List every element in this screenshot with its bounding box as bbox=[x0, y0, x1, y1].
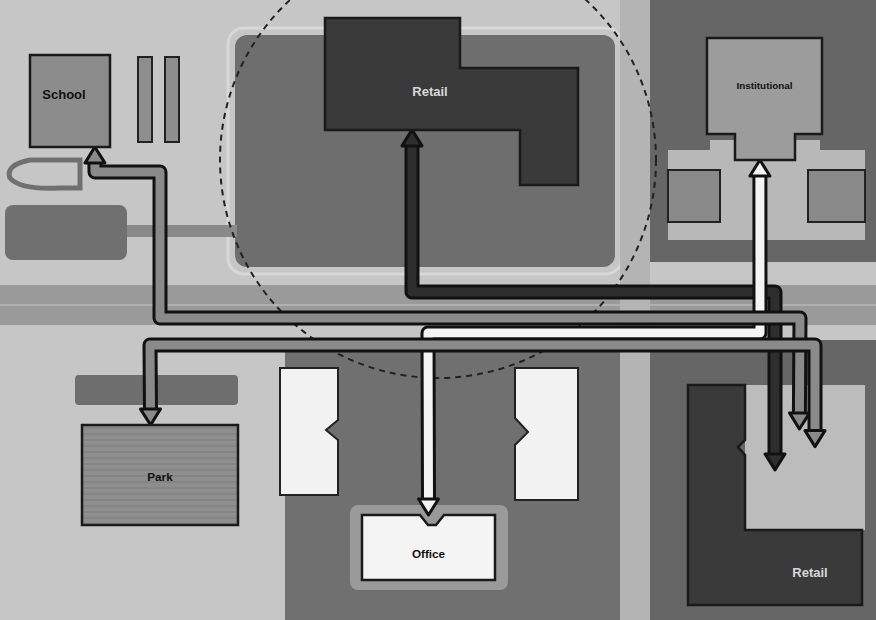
building-block: Retail bbox=[688, 385, 862, 605]
building-block: School bbox=[30, 55, 110, 147]
block-label: Institutional bbox=[707, 80, 822, 91]
block-label: School bbox=[34, 87, 94, 102]
block-outline bbox=[707, 38, 822, 160]
block-label: Retail bbox=[355, 84, 505, 99]
block-label: Retail bbox=[758, 565, 862, 580]
building-block: Institutional bbox=[707, 38, 822, 160]
building-block: Office bbox=[362, 515, 495, 580]
block-outline bbox=[325, 18, 578, 185]
block-label: Park bbox=[82, 470, 238, 483]
building-block: Retail bbox=[325, 18, 578, 185]
building-block: Park bbox=[82, 425, 238, 525]
block-outline bbox=[688, 385, 862, 605]
block-label: Office bbox=[362, 547, 495, 560]
